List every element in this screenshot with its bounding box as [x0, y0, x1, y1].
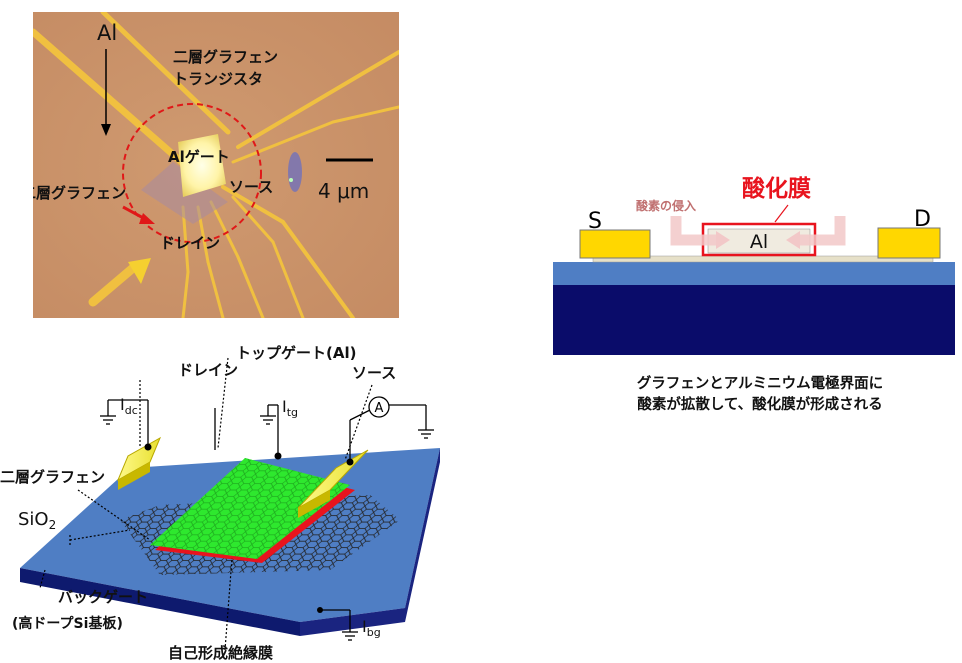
substrate-side-right [300, 608, 405, 636]
scale-bar-label: 4 μm [318, 179, 369, 203]
label-transistor-line1: 二層グラフェン [173, 48, 278, 66]
label-oxygen-intrusion: 酸素の侵入 [636, 198, 696, 213]
label-source-3d: ソース [352, 364, 396, 382]
label-s: S [588, 209, 602, 234]
label-itg: Itg [282, 397, 298, 419]
drain-contact [877, 227, 941, 259]
ammeter-symbol [368, 396, 390, 418]
oxide-pointer [774, 204, 789, 223]
highlight-circle [122, 103, 262, 243]
optical-micrograph: Al 二層グラフェン トランジスタ Alゲート ソース ドレイン 二層グラフェン… [33, 12, 399, 318]
label-oxide: 酸化膜 [742, 175, 811, 202]
cross-section-caption: グラフェンとアルミニウム電極界面に 酸素が拡散して、酸化膜が形成される [560, 374, 960, 416]
schematic-wiring [107, 399, 427, 632]
label-al-gate: Alゲート [168, 148, 230, 166]
label-self-insulator: 自己形成絶縁膜 [168, 644, 273, 662]
label-drain-3d: ドレイン [178, 361, 238, 379]
contact-dots [144, 443, 354, 613]
al-gate-pad [178, 134, 226, 197]
si-substrate [553, 285, 955, 355]
label-top-gate: トップゲート(Al) [236, 344, 356, 362]
source-contact [579, 229, 651, 259]
label-bilayer-3d: 二層グラフェン [0, 468, 105, 486]
ground-symbols [100, 415, 434, 641]
label-idc: Idc [120, 395, 138, 417]
micrograph-leads [33, 12, 399, 318]
label-transistor-line2: トランジスタ [173, 70, 263, 88]
caption-line-2: 酸素が拡散して、酸化膜が形成される [637, 397, 883, 413]
label-ibg: Ibg [362, 617, 381, 639]
label-al-cross: Al [750, 231, 768, 253]
label-source: ソース [229, 178, 273, 196]
caption-line-1: グラフェンとアルミニウム電極界面に [636, 376, 884, 392]
debris-spot [288, 152, 302, 192]
label-drain: ドレイン [160, 234, 220, 252]
oxygen-diffusion-arrows [670, 216, 846, 246]
ammeter-label: A [375, 401, 384, 416]
label-backgate: バックゲート [58, 588, 148, 606]
label-backgate-substrate: (高ドープSi基板) [12, 615, 123, 632]
label-d: D [914, 207, 931, 232]
label-bilayer-graphene: 二層グラフェン [33, 184, 126, 202]
sio2-layer [553, 262, 955, 285]
lead-arrow-pad [128, 258, 151, 284]
substrate-side-front [20, 568, 300, 636]
label-sio2: SiO2 [18, 509, 56, 532]
device-schematic: A トップゲート(Al) ドレイン ソース Idc Itg 二層グラフェン Si… [0, 344, 440, 662]
leader-lines [39, 357, 373, 651]
cross-section-diagram: Al S D 酸化膜 酸素の侵入 [553, 175, 955, 355]
label-al: Al [97, 21, 117, 45]
